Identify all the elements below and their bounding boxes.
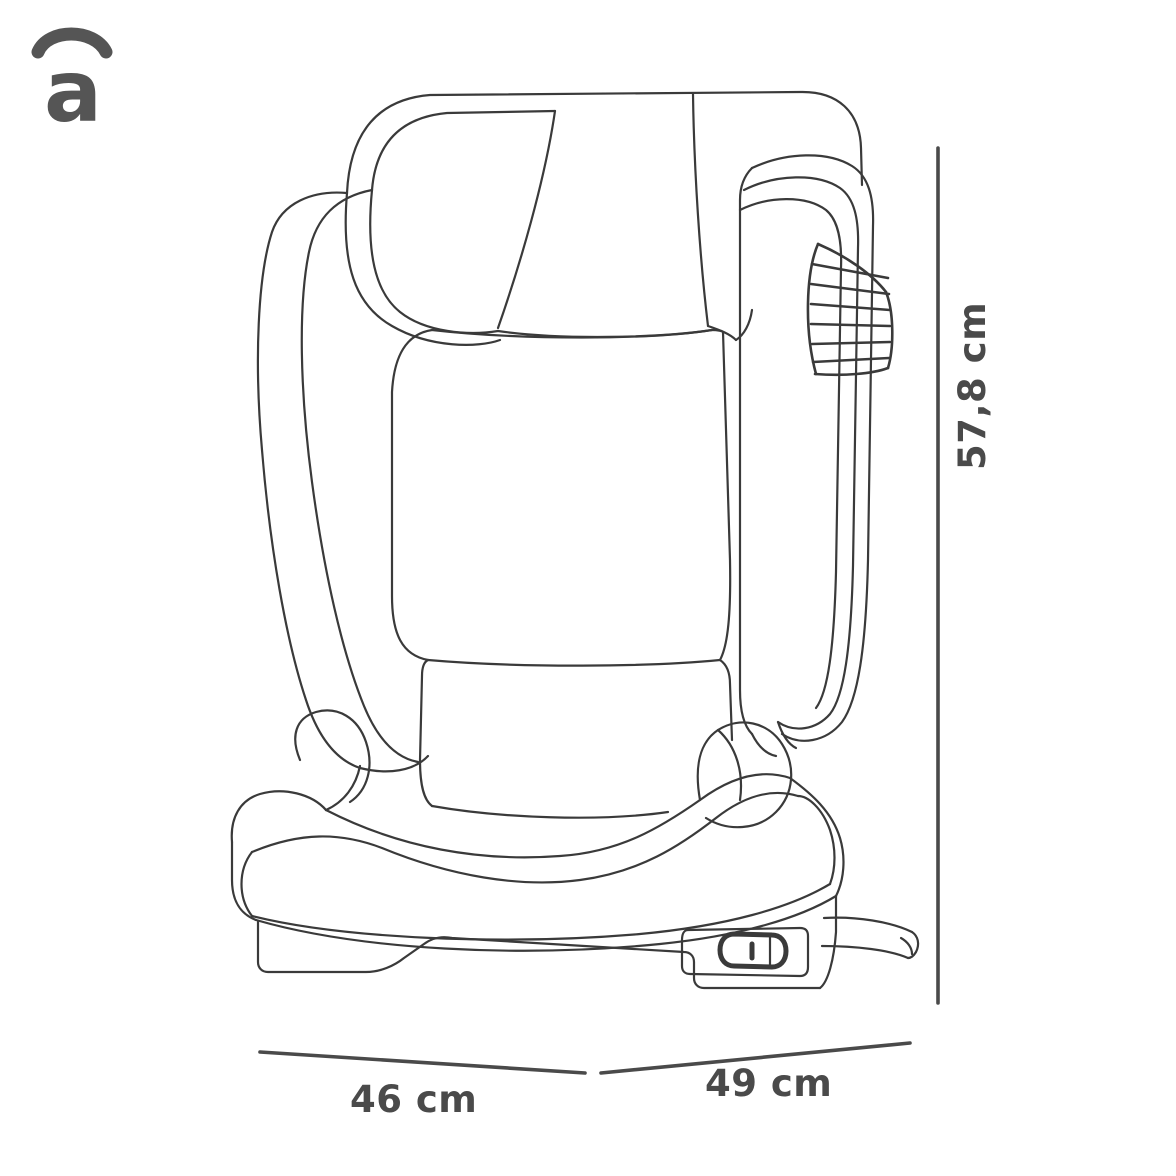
lumbar-bottom-edge [430,804,670,819]
headrest-seam-vertical-left [496,109,557,330]
left-wing-bottom-tip [358,754,430,773]
isofix-connector-arm [680,916,920,978]
backrest-side-wing-left [256,188,430,773]
base-plinth-right [818,894,838,990]
backrest-top-edge [430,328,714,339]
headrest-left-pad-contour [369,188,500,335]
ratchet-slat-1 [816,242,888,294]
logo-arc-icon [31,27,113,59]
seat-base [230,709,845,990]
width-dimension-label: 46 cm [350,1078,478,1121]
headrest-right-fillet [734,308,754,342]
isofix-arm-tip-detail [899,936,914,956]
headrest-right-taper [706,324,738,342]
right-shell-outer [750,154,875,742]
height-dimension-label: 57,8 cm [951,301,994,470]
backrest-side-wing-right [738,154,875,758]
isofix-arm-top [822,916,914,934]
lumbar-right-edge [718,658,734,742]
backrest-left-edge [390,328,434,662]
backrest-bottom-edge [426,658,722,667]
isofix-arm-tip [906,930,920,960]
backrest-lumbar-panel [418,658,734,819]
ratchet-slat-8 [813,366,890,377]
ratchet-slat-6 [810,340,892,346]
armrest-right-inner [716,728,743,802]
base-left-shell [230,840,258,922]
left-wing-inner [300,188,420,764]
seat-pad-inner-seam [250,791,800,884]
base-plinth [256,920,822,990]
armrest-left [294,709,371,804]
isofix-release-button [717,931,789,970]
armrest-right [696,721,793,829]
backrest-top-right-fillet [710,328,725,334]
ratchet-slat-3 [809,282,891,296]
width-dimension-line [258,1050,587,1075]
isofix-button-housing [680,926,810,978]
ratchet-right-spine [884,290,894,370]
height-adjust-ratchet-comb [806,242,894,377]
ratchet-left-spine [806,242,820,376]
base-left-shell-inner [240,850,254,918]
lumbar-left-edge [418,658,434,808]
backrest-panel [390,328,732,667]
headrest-group [344,90,864,346]
armrest-left-inner [324,764,362,812]
headrest-crown-seam-left [370,109,557,192]
headrest-outer-top [345,90,864,195]
base-lower-contour-inner [250,882,832,941]
right-shell-seam [742,176,860,730]
depth-dimension-line [599,1041,912,1075]
seat-pad-top-contour [324,773,792,859]
ratchet-slat-7 [811,356,891,364]
backrest-right-edge [718,330,732,662]
isofix-arm-bottom [820,944,910,960]
logo-letter: a [44,42,102,126]
ratchet-slat-4 [809,302,892,312]
ratchet-slat-2 [810,262,890,280]
brand-logo: a [31,27,113,126]
right-shell-lower-tail-2 [776,720,798,750]
headrest-wing-lower [344,191,502,346]
right-shell-lower-tail [750,732,778,758]
base-left-outer [230,790,328,844]
ratchet-slat-5 [809,322,892,328]
left-wing-outer [256,191,362,770]
headrest-seam-vertical-right [691,92,710,328]
base-right-shell [788,776,845,898]
base-right-shell-inner [796,794,836,886]
depth-dimension-label: 49 cm [705,1062,833,1105]
right-shell-inner-seam [738,198,843,710]
right-shell-front-edge [738,166,754,736]
base-lower-contour [254,894,838,952]
